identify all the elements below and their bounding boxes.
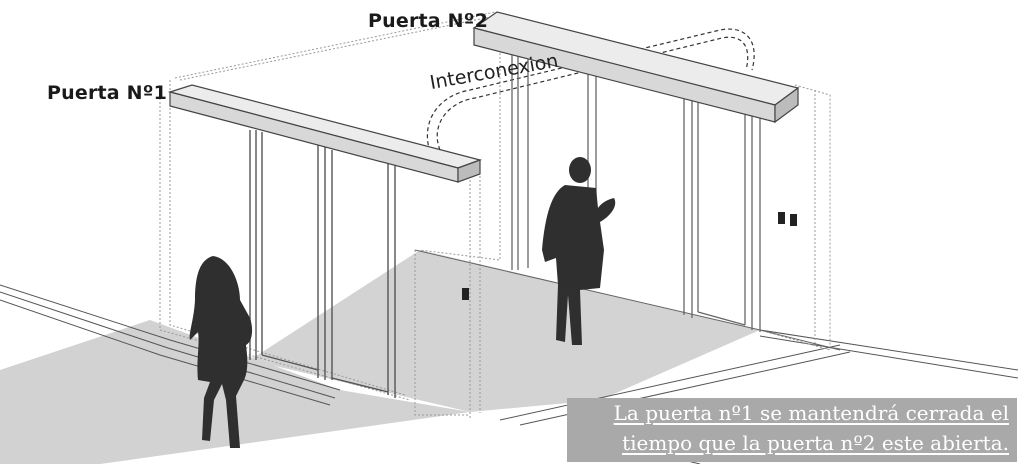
door2-label: Puerta Nº2 [368,10,489,32]
wall-outline [414,249,841,351]
interconnection-cable [426,28,755,153]
woman-silhouette [189,256,253,448]
caption-line-1: La puerta nº1 se mantendrá cerrada el [613,401,1009,425]
vestibule-floor [250,250,760,412]
man-silhouette [542,157,616,345]
door1-label: Puerta Nº1 [47,82,168,104]
side-walls [159,11,831,418]
caption-box: La puerta nº1 se mantendrá cerrada el ti… [567,398,1017,462]
door2-beam [472,11,800,124]
caption-line-2: tiempo que la puerta nº2 este abierta. [622,431,1009,455]
wall-switches [462,212,797,300]
door1-beam [167,84,483,183]
